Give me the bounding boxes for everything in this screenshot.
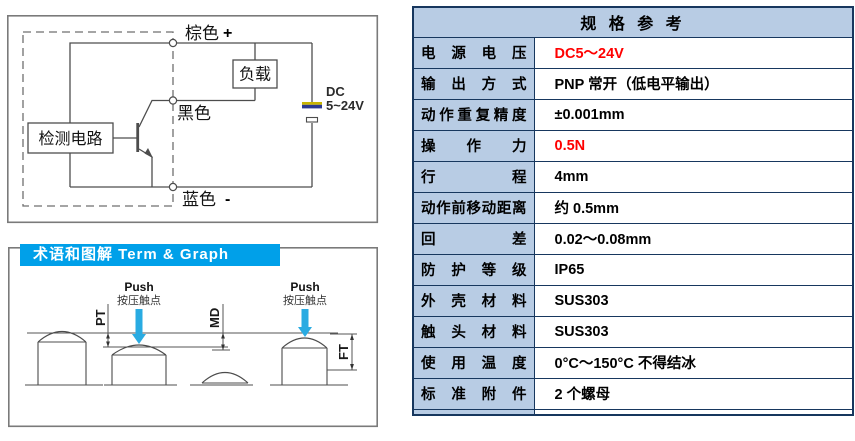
push-label-zh: 按压触点 [117,293,161,307]
pt-label: PT [93,309,108,326]
term-graph-diagram: PT MD FT Push 按压触点 Push 按压触点 [8,247,378,428]
spec-value: ±0.001mm [533,98,854,131]
term-graph-banner: 术语和图解 Term & Graph [20,244,280,266]
spec-table-title-row: 规 格 参 考 [412,6,854,38]
spec-value: 约 0.5mm [533,191,854,224]
spec-label: 操作力 [412,129,535,162]
spec-value: 0°C～150°C 不得结冰 [533,346,854,379]
table-row: 使用温度 0°C～150°C 不得结冰 [412,346,854,379]
spec-value: PNP 常开（低电平输出） [533,67,854,100]
table-row: 操作力 0.5N [412,129,854,162]
black-wire-label: 黑色 [177,104,211,123]
black-wire [138,99,255,128]
load-label: 负载 [239,66,271,84]
plunger-pretravel [104,344,177,386]
table-row: 回差 0.02～0.08mm [412,222,854,255]
table-row: 输出方式 PNP 常开（低电平输出） [412,67,854,100]
spec-label [412,408,535,416]
push-arrow-icon [298,309,312,337]
table-row: 电源电压 DC5～24V [412,36,854,69]
table-row: 动作重复精度 ±0.001mm [412,98,854,131]
spec-value: 0.02～0.08mm [533,222,854,255]
push-arrow-icon [132,309,146,344]
plunger-free-travel [270,337,348,386]
terminal-node-black [168,96,178,105]
spec-label: 输出方式 [412,67,535,100]
dimension-md: MD [207,304,225,350]
push-label-zh: 按压触点 [283,293,327,307]
table-row: 行程 4mm [412,160,854,193]
spec-value: 4mm [533,160,854,193]
spec-label: 动作前移动距离 [412,191,535,224]
dc-supply-battery-icon [302,102,322,123]
ft-label: FT [336,344,351,360]
detector-label: 检测电路 [38,130,102,148]
spec-value: SUS303 [533,284,854,317]
spec-label: 行程 [412,160,535,193]
spec-value: IP65 [533,253,854,286]
brown-wire-label: 棕色 [185,24,219,43]
blue-wire-label: 蓝色 [182,190,216,209]
plunger-free [25,330,103,386]
spec-value [533,408,854,416]
spec-value: 0.5N [533,129,854,162]
spec-value: 2 个螺母 [533,377,854,410]
spec-label: 防护等级 [412,253,535,286]
table-row: 防护等级 IP65 [412,253,854,286]
terminal-node-blue [168,182,178,192]
spec-label: 触头材料 [412,315,535,348]
dimension-ft: FT [336,334,354,370]
transistor-icon [136,123,153,158]
table-row: 外壳材料 SUS303 [412,284,854,317]
dimension-pt: PT [93,304,110,347]
spec-label: 回差 [412,222,535,255]
spec-value: DC5～24V [533,36,854,69]
supply-label-dc: DC [326,84,345,99]
terminal-node-brown [168,38,178,48]
md-label: MD [207,308,222,328]
spec-label: 使用温度 [412,346,535,379]
wiring-diagram: DC 5~24V 负载 检测电路 棕色 + 黑色 蓝色 - [7,15,379,224]
push-label-en: Push [124,280,153,294]
wiring-frame [7,15,379,224]
sensor-dashed-boundary [22,31,174,207]
supply-label-voltage: 5~24V [326,98,364,113]
table-row-partial [412,408,854,416]
table-row: 触头材料 SUS303 [412,315,854,348]
push-label-en: Push [290,280,319,294]
spec-label: 动作重复精度 [412,98,535,131]
spec-label: 标准附件 [412,377,535,410]
term-graph-frame [8,247,378,428]
spec-table: 规 格 参 考 电源电压 DC5～24V 输出方式 PNP 常开（低电平输出） … [412,6,854,416]
spec-label: 外壳材料 [412,284,535,317]
brown-wire-sign: + [223,25,232,42]
plunger-depressed [190,371,253,386]
detector-box [27,122,114,154]
spec-value: SUS303 [533,315,854,348]
spec-label: 电源电压 [412,36,535,69]
table-row: 动作前移动距离 约 0.5mm [412,191,854,224]
spec-table-title: 规 格 参 考 [412,6,854,38]
table-row: 标准附件 2 个螺母 [412,377,854,410]
blue-wire-sign: - [225,191,230,208]
load-box [232,59,278,89]
